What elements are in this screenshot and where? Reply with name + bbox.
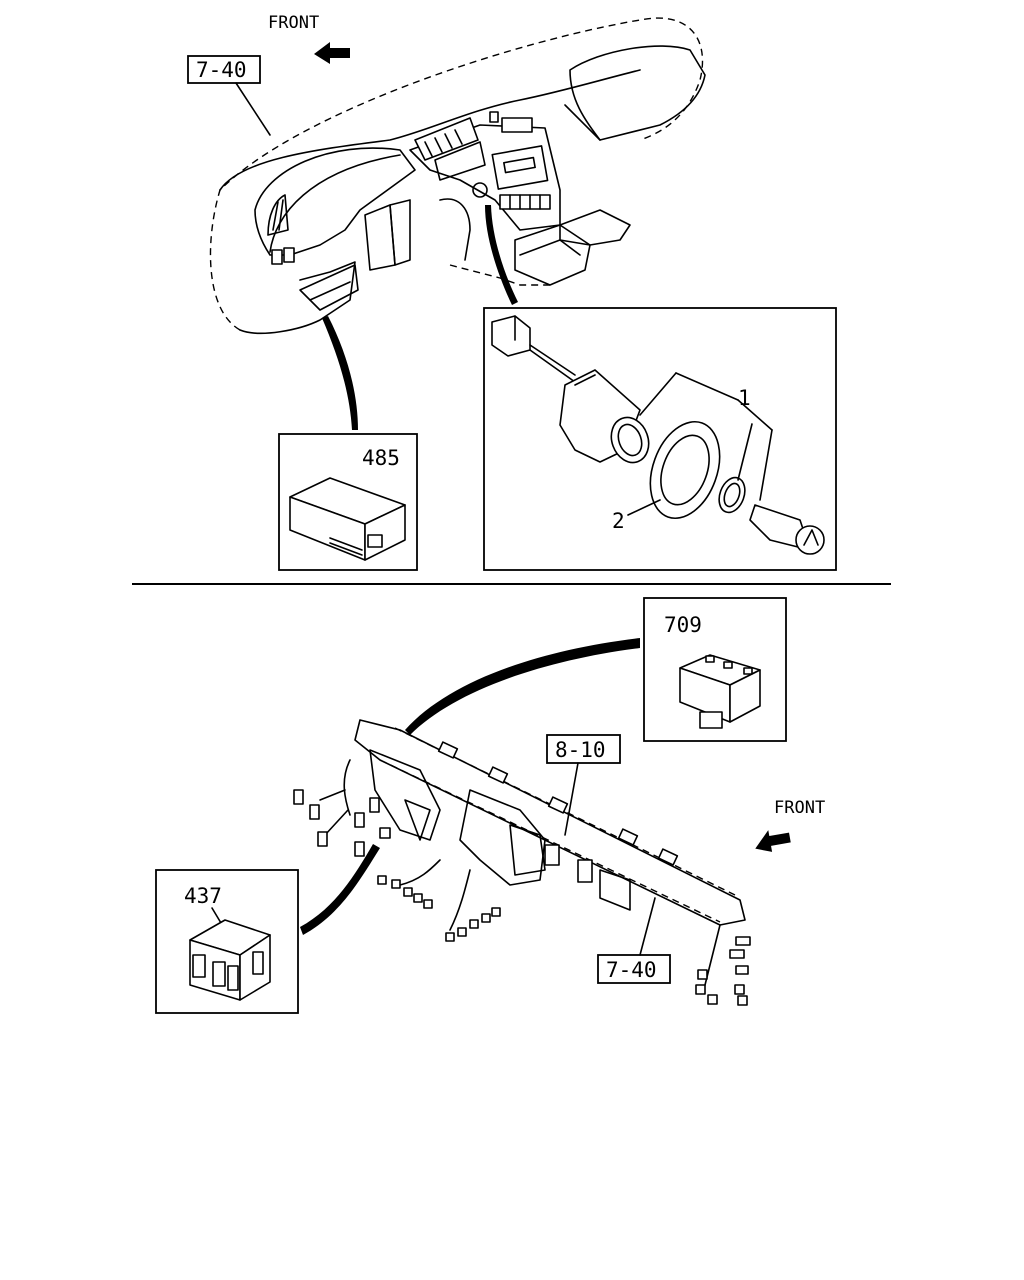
part-1-label: 1 (738, 386, 751, 410)
part-437-box[interactable]: 437 (155, 869, 299, 1014)
leader-709 (405, 638, 640, 735)
front-label-top: FRONT (268, 13, 319, 33)
leader-485 (322, 316, 358, 430)
dashboard-illustration (209, 17, 706, 335)
ref-label-8-10: 8-10 (555, 738, 606, 762)
ref-box-7-40-top[interactable]: 7-40 (187, 55, 261, 84)
front-label-bottom: FRONT (774, 798, 825, 818)
part-709-label: 709 (664, 613, 702, 637)
ref-box-8-10[interactable]: 8-10 (546, 734, 621, 764)
ref-label-7-40-bottom: 7-40 (606, 958, 657, 982)
ref-box-7-40-bottom[interactable]: 7-40 (597, 954, 671, 984)
front-arrow-bottom: FRONT (755, 798, 825, 852)
cigar-lighter-box[interactable]: 1 2 (483, 307, 837, 571)
part-709-box[interactable]: 709 (643, 597, 787, 742)
ref-label-7-40-top: 7-40 (196, 58, 247, 82)
part-437-label: 437 (184, 884, 222, 908)
leader-lighter (485, 205, 518, 305)
instrument-harness-illustration (293, 719, 751, 1006)
leader-8-10 (564, 762, 579, 836)
part-485-label: 485 (362, 446, 400, 470)
part-2-label: 2 (612, 509, 625, 533)
leader-7-40-bottom (639, 897, 656, 956)
part-485-box[interactable]: 485 (278, 433, 418, 571)
leader-7-40-top (235, 82, 271, 136)
front-arrow-top: FRONT (268, 13, 350, 64)
leader-437 (300, 844, 380, 935)
